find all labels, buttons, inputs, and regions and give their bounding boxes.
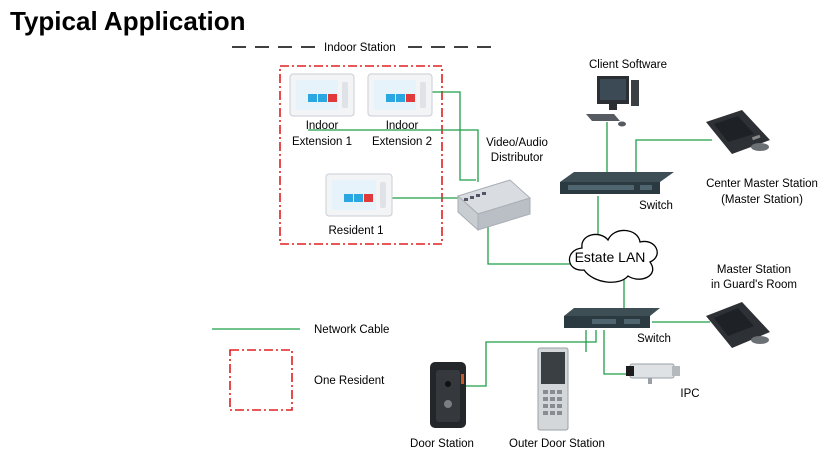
estate-lan-label: Estate LAN [575, 249, 646, 265]
outer-door-station-label: Outer Door Station [509, 438, 605, 450]
indoor-extension-1-device [289, 73, 355, 117]
distributor-label-line1: Video/Audio [486, 137, 548, 149]
resident-1-device [325, 173, 393, 217]
door-station-label: Door Station [410, 438, 474, 450]
door-station-device [430, 362, 466, 428]
guard-master-station-label-line1: Master Station [717, 264, 791, 276]
legend-network-cable-label: Network Cable [314, 324, 389, 336]
estate-lan-cloud [568, 229, 658, 283]
guard-master-station-device [706, 302, 770, 348]
ipc-label: IPC [680, 388, 699, 400]
diagram-title: Typical Application [10, 6, 245, 36]
ipc-camera-device [626, 363, 680, 384]
indoor-station-group-header: Indoor Station [232, 42, 494, 54]
center-master-station-label-line2: (Master Station) [721, 194, 803, 206]
center-master-station-device [706, 110, 770, 154]
bottom-switch-label: Switch [637, 333, 671, 345]
legend: Network Cable One Resident [212, 324, 389, 411]
legend-one-resident-swatch [229, 349, 293, 411]
resident-boundary [279, 65, 443, 245]
network-cables [308, 91, 712, 387]
indoor-extension-2-label-line1: Indoor [386, 120, 419, 132]
client-pc-device [586, 76, 639, 127]
indoor-station-group-label: Indoor Station [324, 42, 396, 54]
distributor-label-line2: Distributor [491, 152, 544, 164]
client-software-label: Client Software [589, 59, 667, 71]
resident-1-label: Resident 1 [329, 225, 384, 237]
guard-master-station-label-line2: in Guard's Room [711, 279, 797, 291]
indoor-extension-1-label-line2: Extension 1 [292, 136, 352, 148]
video-audio-distributor-device [457, 179, 531, 232]
indoor-extension-2-device [367, 73, 433, 117]
top-switch-device [560, 172, 674, 194]
outer-door-station-device [537, 347, 569, 431]
top-switch-label: Switch [639, 200, 673, 212]
bottom-switch-device [564, 308, 660, 328]
legend-one-resident-label: One Resident [314, 375, 385, 387]
indoor-extension-1-label-line1: Indoor [306, 120, 339, 132]
indoor-extension-2-label-line2: Extension 2 [372, 136, 432, 148]
center-master-station-label-line1: Center Master Station [706, 178, 818, 190]
